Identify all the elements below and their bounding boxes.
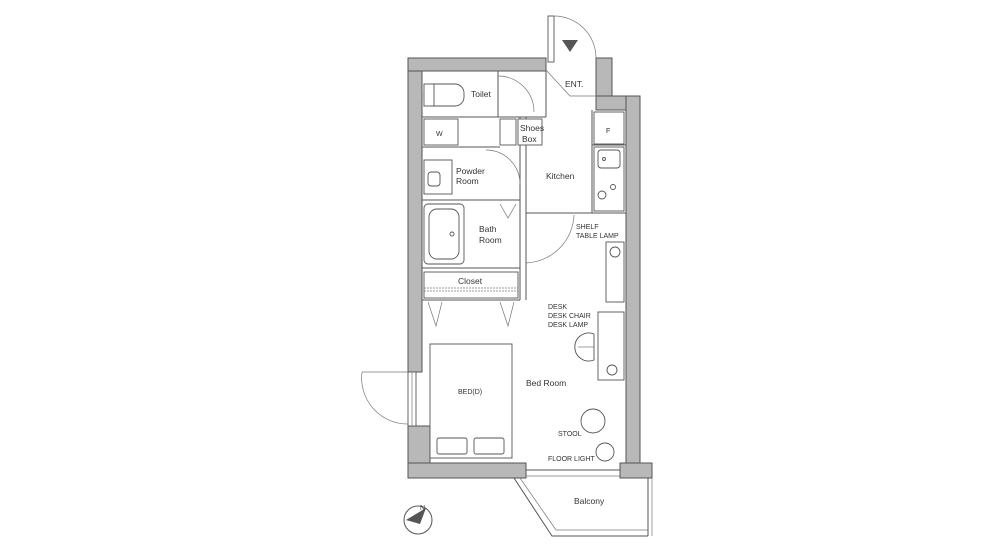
entrance-arrow-icon	[562, 40, 578, 52]
entrance-label: ENT.	[565, 79, 583, 89]
stool-label: STOOL	[558, 431, 582, 438]
shoes-box: Shoes Box	[499, 118, 544, 146]
shoes-box-label-line1: Shoes	[520, 123, 544, 133]
stove-small-burner-icon	[610, 184, 616, 190]
washer-icon	[423, 118, 459, 146]
bath-folding-door	[499, 203, 517, 219]
powder-sink-icon	[427, 171, 441, 187]
desk-lamp-icon	[606, 364, 618, 376]
shelf-label: SHELF	[576, 224, 599, 231]
table-lamp-label: TABLE LAMP	[576, 233, 619, 240]
closet-cabinet	[423, 271, 519, 299]
balcony-railing	[513, 477, 648, 537]
floor-light-label: FLOOR LIGHT	[548, 456, 595, 463]
stool-icon	[580, 408, 606, 434]
bottom-wall-left	[407, 462, 527, 479]
toilet-room: Toilet	[423, 75, 535, 113]
north-compass: N	[403, 505, 433, 535]
compass-arrow-icon	[406, 508, 426, 524]
entrance-door-leaf	[547, 15, 555, 63]
shoes-box-label-line2: Box	[522, 134, 537, 144]
fridge-icon	[593, 111, 625, 145]
floor-light-icon	[595, 442, 615, 462]
bedroom-side-door	[361, 371, 417, 427]
bottom-wall-right	[619, 462, 653, 479]
shelf	[605, 241, 625, 303]
bed-room: SHELF TABLE LAMP DESK DESK CHAIR DESK LA…	[429, 224, 625, 463]
top-wall	[407, 57, 547, 72]
compass-label: N	[420, 505, 425, 512]
powder-room-label-line2: Room	[456, 176, 479, 186]
bath-room-label-line1: Bath	[479, 224, 497, 234]
table-lamp-icon	[609, 246, 621, 258]
bed-pillow-right	[473, 437, 505, 455]
bed-pillow-left	[436, 437, 468, 455]
powder-room-label-line1: Powder	[456, 166, 485, 176]
bed-label: BED(D)	[458, 389, 482, 396]
balcony-label: Balcony	[574, 496, 605, 506]
toilet-door-swing	[497, 75, 535, 113]
entrance-area: ENT.	[545, 15, 597, 97]
bed-room-label: Bed Room	[526, 378, 566, 388]
desk-label: DESK	[548, 304, 567, 311]
closet-label: Closet	[458, 276, 483, 286]
bath-room-label-line2: Room	[479, 235, 502, 245]
entrance-door-swing	[553, 15, 597, 59]
kitchen-sink-icon	[597, 149, 621, 169]
kitchen-label: Kitchen	[546, 171, 575, 181]
powder-room: W Powder Room	[423, 118, 521, 195]
closet-door-left	[427, 301, 443, 328]
right-wall	[625, 95, 641, 479]
shoes-box-bench	[517, 118, 543, 146]
balcony: Balcony	[513, 469, 653, 537]
kitchen: F Kitchen	[525, 111, 625, 264]
toilet-tank	[423, 83, 435, 107]
side-door-swing	[361, 371, 409, 425]
fridge-label: F	[606, 128, 610, 135]
washer-label: W	[436, 131, 443, 138]
kitchen-door-swing	[525, 214, 575, 264]
bathtub-basin	[428, 208, 460, 260]
kitchen-sink-drain	[602, 157, 606, 161]
shoes-box-cabinet	[499, 118, 517, 146]
desk-lamp-label: DESK LAMP	[548, 322, 588, 329]
left-wall-upper	[407, 57, 423, 373]
bath-room: Bath Room	[423, 203, 517, 265]
desk-chair-label: DESK CHAIR	[548, 313, 591, 320]
toilet-label: Toilet	[471, 89, 491, 99]
stove-burner-icon	[597, 190, 607, 200]
powder-door-swing	[485, 149, 521, 185]
closet: Closet	[423, 271, 519, 328]
bathtub-drain	[449, 231, 455, 237]
closet-door-right	[499, 301, 515, 328]
interior-partitions	[422, 71, 626, 301]
